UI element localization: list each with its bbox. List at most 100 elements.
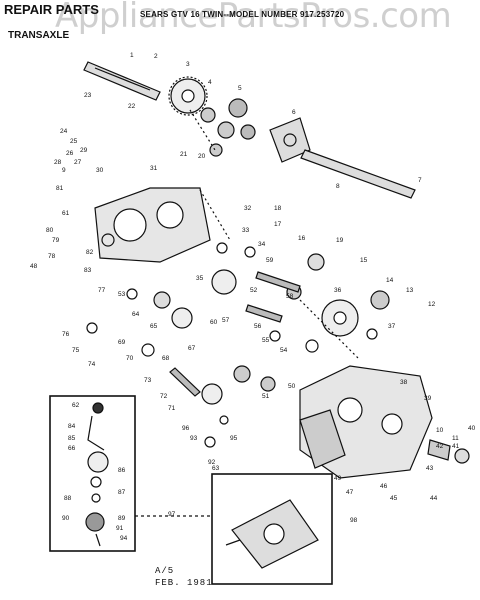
- part-label: 46: [380, 483, 388, 490]
- part-label: 58: [286, 293, 294, 300]
- part-label: 54: [280, 347, 288, 354]
- part-label: 36: [334, 287, 342, 294]
- part-label: 68: [162, 355, 170, 362]
- part-label: 77: [98, 287, 106, 294]
- part-label: 88: [64, 495, 72, 502]
- part-label: 2: [154, 53, 158, 60]
- part-label: 53: [118, 291, 126, 298]
- part-label: 92: [208, 459, 216, 466]
- part-label: 12: [428, 301, 436, 308]
- part-label: 37: [388, 323, 396, 330]
- part-label: 33: [242, 227, 250, 234]
- part-label: 20: [198, 153, 206, 160]
- part-label: 48: [30, 263, 38, 270]
- part-label: 22: [128, 103, 136, 110]
- diagram-drawing: [49, 61, 470, 585]
- part-label: 94: [120, 535, 128, 542]
- part-label: 27: [74, 159, 82, 166]
- part-label: 95: [230, 435, 238, 442]
- part-label: 59: [266, 257, 274, 264]
- part-label: 91: [116, 525, 124, 532]
- part-label: 3: [186, 61, 190, 68]
- part-label: 26: [66, 150, 74, 157]
- part-label: 80: [46, 227, 54, 234]
- part-label: 78: [48, 253, 56, 260]
- part-label: 64: [132, 311, 140, 318]
- part-label: 86: [118, 467, 126, 474]
- part-label: 28: [54, 159, 62, 166]
- footer-date: FEB. 1981: [155, 578, 213, 588]
- model-number: SEARS GTV 16 TWIN--MODEL NUMBER 917.2537…: [140, 10, 345, 19]
- part-label: 10: [436, 427, 444, 434]
- part-label: 82: [86, 249, 94, 256]
- part-label: 74: [88, 361, 96, 368]
- part-label: 55: [262, 337, 270, 344]
- part-label: 81: [56, 185, 64, 192]
- part-label: 71: [168, 405, 176, 412]
- part-label: 19: [336, 237, 344, 244]
- watermark: AppliancePartsPros.com: [55, 0, 452, 36]
- part-label: 31: [150, 165, 158, 172]
- part-label: 84: [68, 423, 76, 430]
- part-label: 6: [292, 109, 296, 116]
- part-label: 18: [274, 205, 282, 212]
- part-label: 83: [84, 267, 92, 274]
- part-label: 66: [68, 445, 76, 452]
- part-label: 21: [180, 151, 188, 158]
- part-number-labels: 1 2 3 4 5 6 7 8 9 10 11 12 13 14 15 16 1…: [30, 52, 476, 542]
- part-label: 38: [400, 379, 408, 386]
- part-label: 72: [160, 393, 168, 400]
- part-label: 35: [196, 275, 204, 282]
- part-label: 70: [126, 355, 134, 362]
- part-label: 69: [118, 339, 126, 346]
- part-label: 25: [70, 138, 78, 145]
- part-label: 42: [436, 443, 444, 450]
- part-label: 5: [238, 85, 242, 92]
- part-label: 67: [188, 345, 196, 352]
- part-label: 23: [84, 92, 92, 99]
- part-label: 41: [452, 443, 460, 450]
- footer-code: A/5: [155, 566, 175, 576]
- part-label: 40: [468, 425, 476, 432]
- part-label: 51: [262, 393, 270, 400]
- part-label: 90: [62, 515, 70, 522]
- part-label: 15: [360, 257, 368, 264]
- part-label: 57: [222, 317, 230, 324]
- part-label: 96: [182, 425, 190, 432]
- part-label: 29: [80, 147, 88, 154]
- part-label: 93: [190, 435, 198, 442]
- part-label: 63: [212, 465, 220, 472]
- part-label: 73: [144, 377, 152, 384]
- part-label: 4: [208, 79, 212, 86]
- part-label: 17: [274, 221, 282, 228]
- part-label: 76: [62, 331, 70, 338]
- section-title: TRANSAXLE: [8, 30, 70, 41]
- part-label: 14: [386, 277, 394, 284]
- part-label: 16: [298, 235, 306, 242]
- part-label: 79: [52, 237, 60, 244]
- part-label: 45: [390, 495, 398, 502]
- page-title: REPAIR PARTS: [4, 2, 99, 17]
- part-label: 65: [150, 323, 158, 330]
- part-label: 60: [210, 319, 218, 326]
- part-label: 24: [60, 128, 68, 135]
- part-label: 87: [118, 489, 126, 496]
- part-label: 56: [254, 323, 262, 330]
- part-label: 62: [72, 402, 80, 409]
- part-label: 30: [96, 167, 104, 174]
- part-label: 75: [72, 347, 80, 354]
- part-label: 7: [418, 177, 422, 184]
- part-label: 34: [258, 241, 266, 248]
- part-label: 9: [62, 167, 66, 174]
- part-label: 50: [288, 383, 296, 390]
- part-label: 32: [244, 205, 252, 212]
- part-label: 43: [426, 465, 434, 472]
- part-label: 61: [62, 210, 70, 217]
- part-label: 8: [336, 183, 340, 190]
- part-label: 47: [346, 489, 354, 496]
- part-label: 39: [424, 395, 432, 402]
- part-label: 98: [350, 517, 358, 524]
- part-label: 49: [334, 475, 342, 482]
- part-label: 44: [430, 495, 438, 502]
